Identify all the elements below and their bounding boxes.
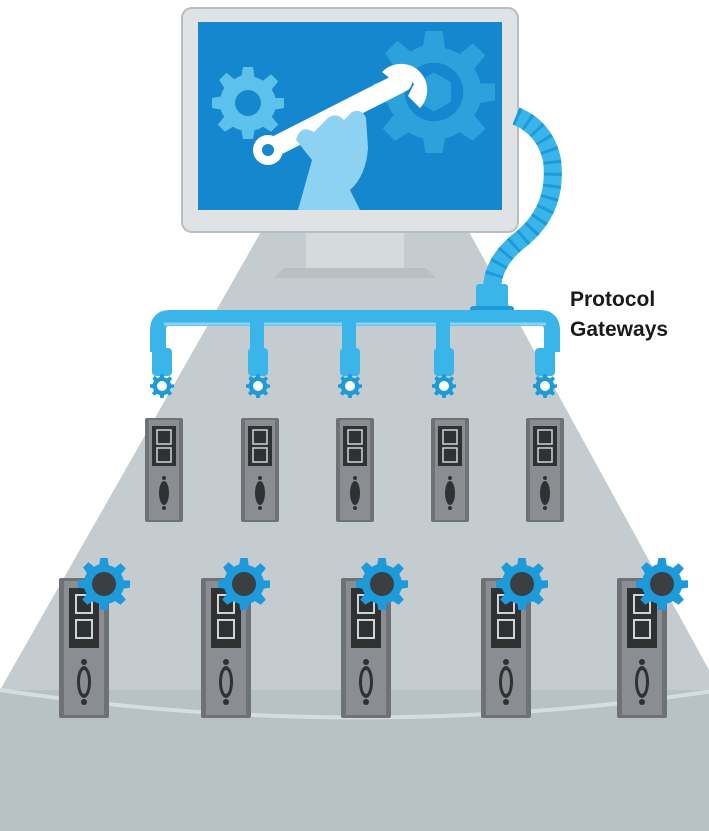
- hand-icon: [296, 110, 368, 210]
- distribution-bus: [150, 310, 560, 352]
- protocol-gateways-label-line-2: Gateways: [570, 318, 669, 341]
- gateway-top-1: [144, 348, 184, 523]
- platform-floor: [0, 230, 709, 831]
- protocol-gateways-label-line-1: Protocol: [570, 288, 656, 311]
- gear-icon: [212, 67, 284, 139]
